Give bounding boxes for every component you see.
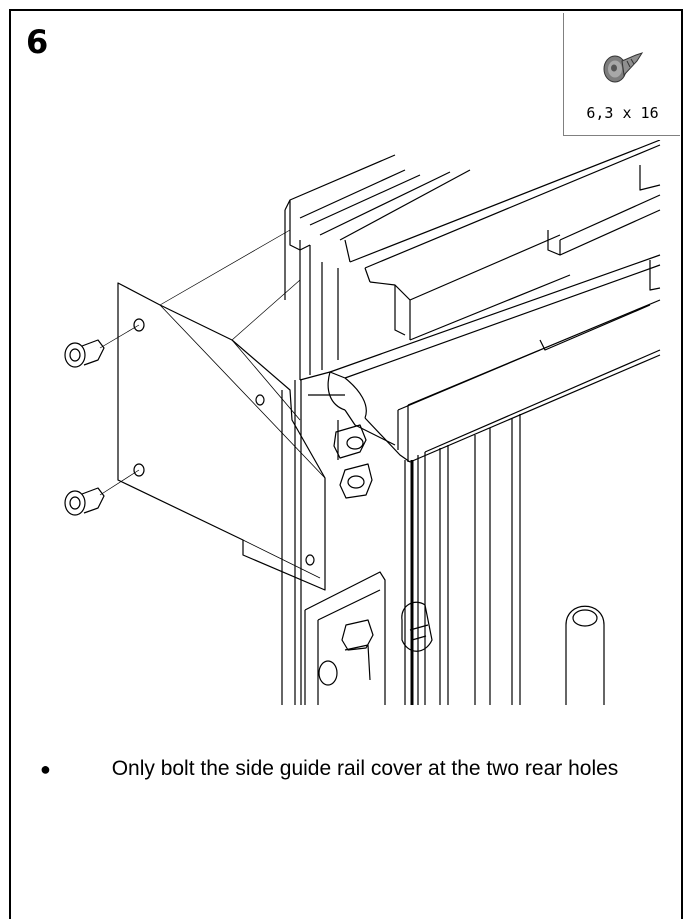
assembly-lines [99,229,301,496]
instruction-item: ● Only bolt the side guide rail cover at… [30,756,670,782]
cylinder [565,605,605,705]
assembly-illustration [64,140,661,705]
page-frame [9,9,683,919]
step-number: 6 [26,23,49,61]
exploded-screws [64,339,105,516]
instruction-text: Only bolt the side guide rail cover at t… [111,757,619,780]
hardware-callout: 6,3 x 16 [563,13,680,136]
upright-post [281,380,521,705]
latch [401,601,433,652]
upright-bolts [333,424,374,651]
screw-icon [603,52,644,83]
bullet-icon: ● [40,759,51,779]
lower-profile [299,254,661,463]
top-profile [284,140,661,380]
side-cover-plate [117,282,326,591]
lower-bracket [304,571,386,705]
screw-size-label: 6,3 x 16 [586,104,659,122]
